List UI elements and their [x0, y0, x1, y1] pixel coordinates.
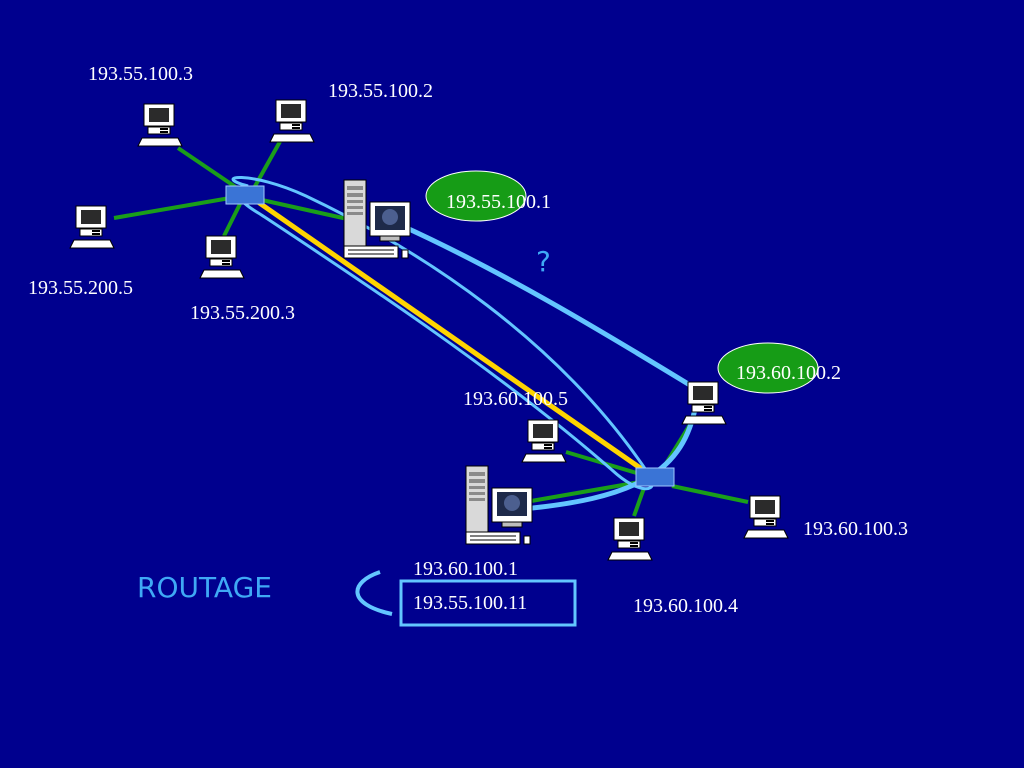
router1-bubble: [425, 170, 527, 222]
workstation-icon-193-55-200-3: [199, 235, 245, 279]
workstation-icon-193-55-200-5: [69, 205, 115, 249]
ip-label-193-55-200-3: 193.55.200.3: [190, 302, 295, 324]
ip-label-router2: 193.60.100.2: [736, 362, 841, 384]
ip-label-193-55-200-5: 193.55.200.5: [28, 277, 133, 299]
bracket-mark: [355, 570, 393, 616]
ip-label-193-60-100-4: 193.60.100.4: [633, 595, 738, 617]
workstation-icon-193-60-100-2: [681, 381, 727, 425]
workstation-icon-193-60-100-3: [743, 495, 789, 539]
hub-network-1: [225, 185, 265, 205]
gateway-secondary-box: [399, 579, 577, 627]
ip-label-gateway-secondary: 193.55.100.11: [413, 592, 527, 614]
workstation-icon-193-55-100-3: [137, 103, 183, 147]
ip-label-router1: 193.55.100.1: [446, 191, 551, 213]
router2-bubble: [717, 342, 819, 394]
workstation-icon-193-60-100-4: [607, 517, 653, 561]
ip-label-193-55-100-3: 193.55.100.3: [88, 63, 193, 85]
workstation-icon-193-55-100-2: [269, 99, 315, 143]
yellow-route-line: [256, 199, 648, 475]
ip-label-193-55-100-2: 193.55.100.2: [328, 80, 433, 102]
ip-label-193-60-100-5: 193.60.100.5: [463, 388, 568, 410]
slide-title: ROUTAGE: [137, 571, 272, 604]
ip-label-gateway-primary: 193.60.100.1: [413, 558, 518, 580]
gateway-server-icon: [465, 465, 533, 545]
ip-label-193-60-100-3: 193.60.100.3: [803, 518, 908, 540]
hub-network-2: [635, 467, 675, 487]
arrow-to-router1: [395, 221, 700, 393]
question-mark: ?: [536, 245, 551, 278]
